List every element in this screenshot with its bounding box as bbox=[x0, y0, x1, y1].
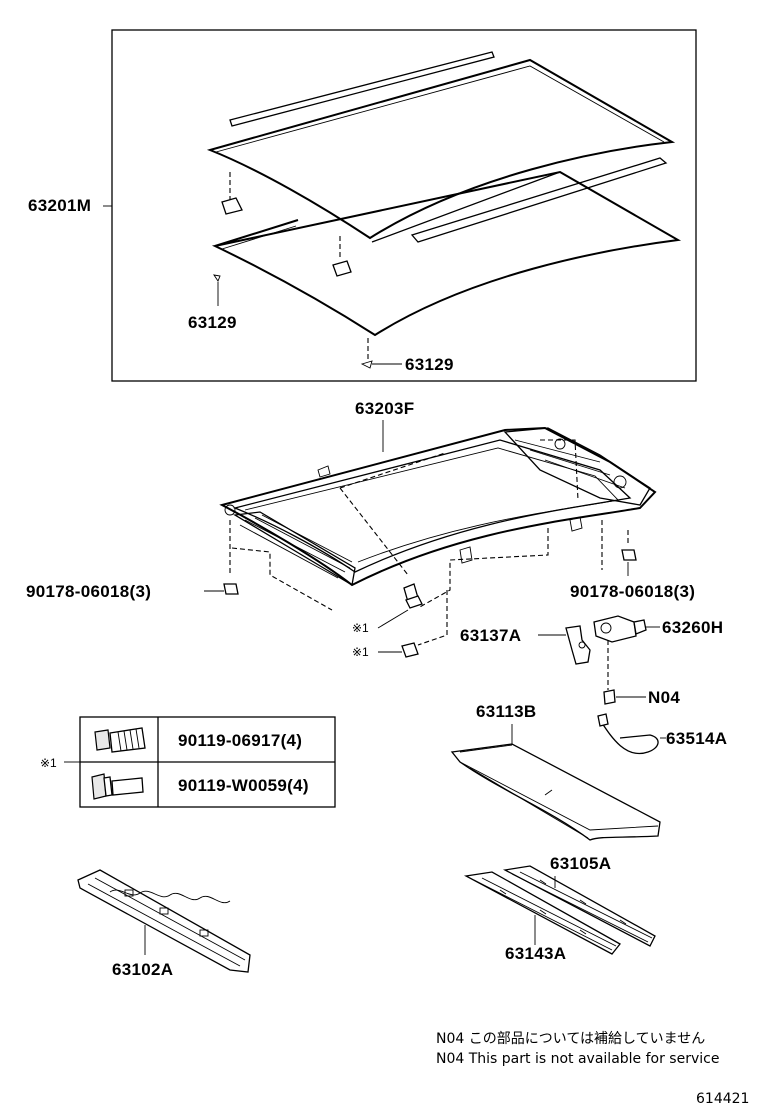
label-bolt-mark-1: ※1 bbox=[352, 621, 369, 635]
label-motor: 63260H bbox=[662, 618, 723, 637]
nut-right-icon bbox=[621, 549, 637, 561]
nut-left-icon bbox=[223, 583, 239, 595]
clip-middle-icon bbox=[332, 236, 352, 277]
label-glass-assembly: 63201M bbox=[28, 196, 91, 215]
glass-panel-lower[interactable] bbox=[211, 157, 682, 337]
guide-rail-lower[interactable] bbox=[463, 871, 621, 955]
drain-cable-icon[interactable] bbox=[597, 713, 659, 755]
clip-upper-icon bbox=[221, 172, 243, 215]
sunshade-panel[interactable] bbox=[450, 743, 661, 841]
table-part-no-1: 90119-06917(4) bbox=[178, 731, 302, 750]
bolt-table: 90119-06917(4) 90119-W0059(4) bbox=[79, 716, 336, 808]
note-english: N04 This part is not available for servi… bbox=[436, 1051, 719, 1067]
note-japanese: N04 この部品については補給していません bbox=[436, 1031, 705, 1047]
flanged-bolt-icon bbox=[94, 727, 146, 753]
hex-flange-bolt-icon bbox=[91, 773, 144, 800]
glass-panel-upper[interactable] bbox=[206, 51, 676, 240]
label-front-panel: 63102A bbox=[112, 960, 173, 979]
bracket-icon[interactable] bbox=[565, 625, 591, 665]
clip-bottom-icon bbox=[360, 338, 402, 369]
label-clip-upper: 63129 bbox=[188, 313, 237, 332]
clip-left-icon bbox=[213, 274, 221, 306]
label-sunshade: 63113B bbox=[476, 702, 536, 721]
glass-assembly-box bbox=[111, 29, 697, 382]
label-rail-upper: 63105A bbox=[550, 854, 611, 873]
label-nut-left: 90178-06018(3) bbox=[26, 582, 151, 601]
label-rail-lower: 63143A bbox=[505, 944, 566, 963]
label-bolt-mark-2: ※1 bbox=[352, 645, 369, 659]
guide-rail-upper[interactable] bbox=[502, 865, 656, 947]
sunroof-motor-icon[interactable] bbox=[593, 615, 647, 643]
sunroof-housing-frame[interactable] bbox=[219, 426, 657, 587]
front-panel[interactable] bbox=[77, 869, 251, 973]
table-part-no-2: 90119-W0059(4) bbox=[178, 776, 309, 795]
table-mark: ※1 bbox=[40, 756, 57, 770]
label-nut-right: 90178-06018(3) bbox=[570, 582, 695, 601]
label-n04: N04 bbox=[648, 688, 680, 707]
bolt-upper-icon bbox=[403, 583, 423, 609]
diagram-id: 614421 bbox=[696, 1091, 749, 1107]
label-bracket: 63137A bbox=[460, 626, 521, 645]
n04-part-icon bbox=[603, 689, 616, 705]
label-clip-lower: 63129 bbox=[405, 355, 454, 374]
label-cable: 63514A bbox=[666, 729, 727, 748]
bolt-lower-icon bbox=[401, 642, 419, 658]
label-housing-frame: 63203F bbox=[355, 399, 414, 418]
